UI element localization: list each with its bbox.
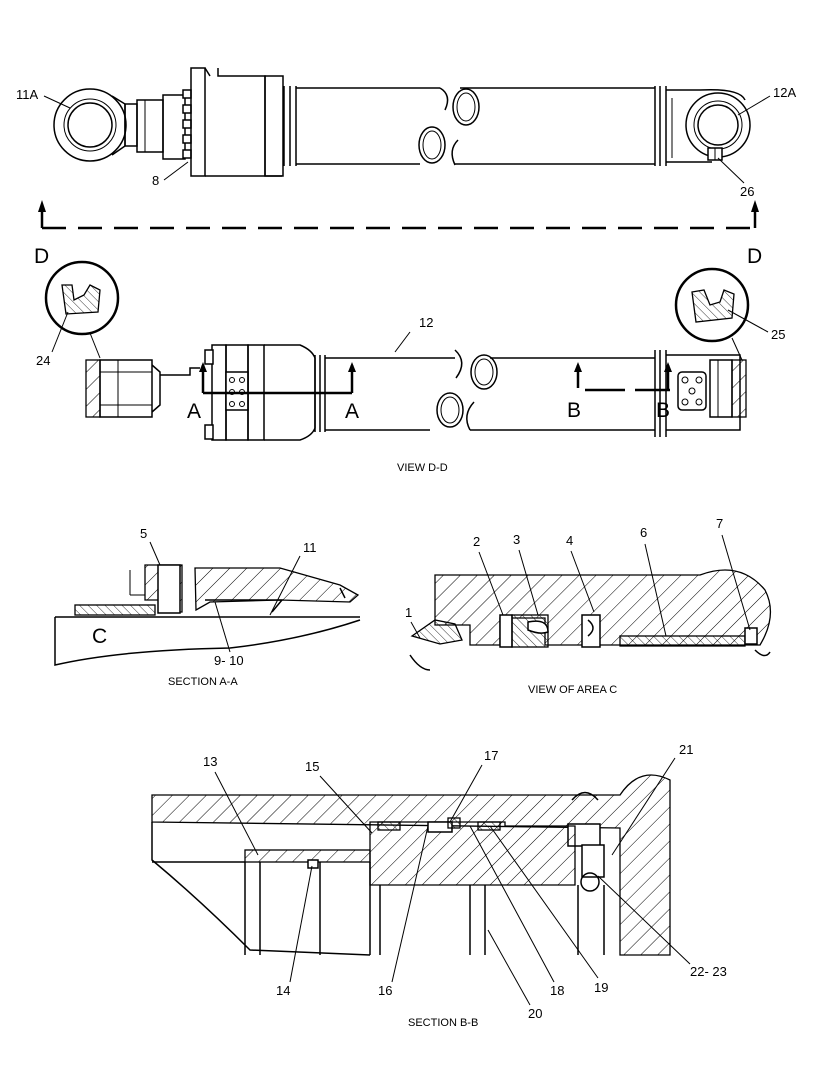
- wiper-seal-25: [691, 289, 735, 323]
- caption-view-dd: VIEW D-D: [397, 462, 448, 474]
- callout-12: 12: [419, 315, 433, 330]
- callout-21: 21: [679, 742, 693, 757]
- section-line-dd: D D: [34, 200, 762, 268]
- callout-1: 1: [405, 605, 412, 620]
- section-bb: 13 15 17 21 14 16 18 19 20 22- 23 SECTIO…: [151, 742, 727, 1029]
- callout-3: 3: [513, 532, 520, 547]
- callout-4: 4: [566, 533, 573, 548]
- callout-11a: 11A: [16, 87, 38, 102]
- rod-eye-bore-right: [697, 104, 739, 146]
- view-of-area-c: 2 3 4 6 7 1 VIEW OF AREA C: [405, 516, 772, 696]
- callout-13: 13: [203, 754, 217, 769]
- section-letter-a-right: A: [345, 400, 359, 423]
- rod-eye-left: [53, 88, 127, 162]
- detail-circle-seal-24: [44, 260, 120, 336]
- detail-circle-seal-25: [674, 267, 750, 343]
- callout-12a: 12A: [773, 85, 796, 100]
- view-dd-callouts: 24 25 12 VIEW D-D: [36, 309, 785, 474]
- cylinder-side-view: [53, 67, 751, 177]
- top-view-callouts: 11A 12A 8 26: [16, 85, 796, 199]
- callout-2: 2: [473, 534, 480, 549]
- callout-11: 11: [303, 540, 317, 555]
- section-letter-b-right: B: [656, 399, 670, 422]
- section-letter-c: C: [92, 625, 107, 648]
- callout-24: 24: [36, 353, 50, 368]
- callout-7: 7: [716, 516, 723, 531]
- view-dd: A A B B: [44, 260, 750, 441]
- section-letter-b-left: B: [567, 399, 581, 422]
- callout-19: 19: [594, 980, 608, 995]
- callout-15: 15: [305, 759, 319, 774]
- wiper-seal-24: [61, 284, 101, 315]
- section-letter-d-left: D: [34, 245, 49, 268]
- section-aa: C 5 11 9- 10 SECTION A-A: [54, 526, 361, 688]
- callout-20: 20: [528, 1006, 542, 1021]
- callout-22-23: 22- 23: [690, 964, 727, 979]
- callout-26: 26: [740, 184, 754, 199]
- section-letter-a-left: A: [187, 400, 201, 423]
- callout-17: 17: [484, 748, 498, 763]
- callout-9-10: 9- 10: [214, 653, 244, 668]
- callout-6: 6: [640, 525, 647, 540]
- caption-section-aa: SECTION A-A: [168, 676, 238, 688]
- callout-8: 8: [152, 173, 159, 188]
- callout-5: 5: [140, 526, 147, 541]
- port-flange: [677, 371, 707, 411]
- callout-14: 14: [276, 983, 290, 998]
- caption-section-bb: SECTION B-B: [408, 1017, 478, 1029]
- callout-16: 16: [378, 983, 392, 998]
- caption-view-of-area-c: VIEW OF AREA C: [528, 684, 617, 696]
- callout-18: 18: [550, 983, 564, 998]
- rod-eye-bore-left: [67, 102, 113, 148]
- section-letter-d-right: D: [747, 245, 762, 268]
- callout-25: 25: [771, 327, 785, 342]
